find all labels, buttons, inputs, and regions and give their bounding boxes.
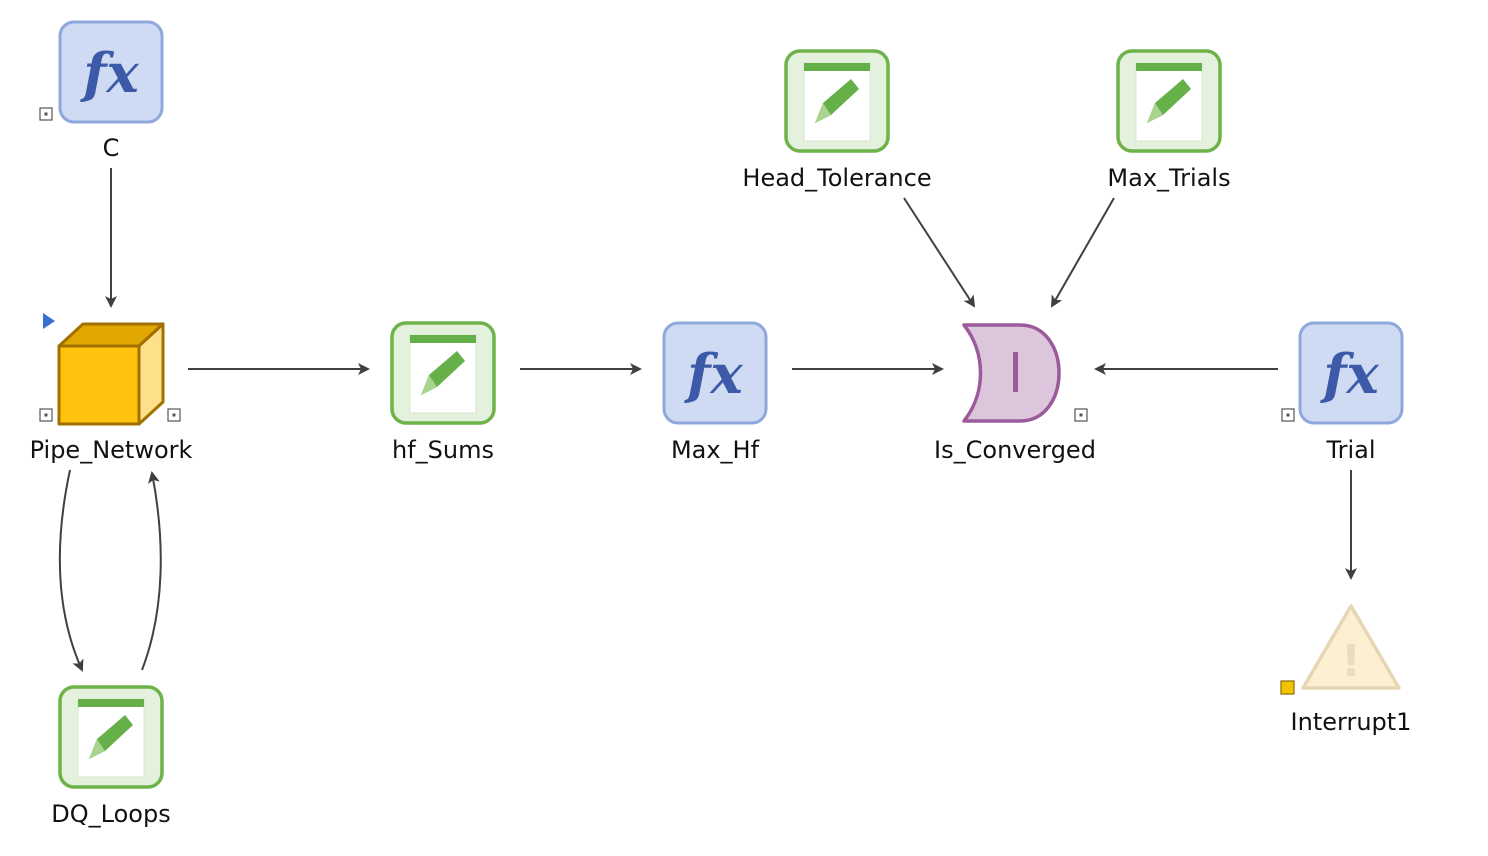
fx-glyph: fx	[79, 41, 139, 105]
node-label: Trial	[1325, 436, 1375, 464]
edge-pipe-network-to-dq-loops[interactable]	[58, 469, 84, 672]
node-label: Is_Converged	[934, 436, 1096, 464]
fx-icon: fx	[1298, 321, 1404, 425]
node-label: Pipe_Network	[30, 436, 193, 464]
collapse-marker[interactable]	[1281, 408, 1295, 422]
input-indicator-icon	[43, 313, 55, 329]
nodes-layer: fxCPipe_NetworkDQ_Loopshf_SumsfxMax_HfHe…	[30, 20, 1412, 828]
node-label: Head_Tolerance	[742, 164, 931, 192]
edge-head-tolerance-to-is-converged[interactable]	[903, 197, 976, 308]
collapse-marker[interactable]	[39, 107, 53, 121]
pencil-sheet-icon	[1116, 49, 1222, 153]
convergence-bar	[1013, 352, 1018, 392]
pencil-sheet-icon	[784, 49, 890, 153]
node-dq-loops[interactable]: DQ_Loops	[51, 685, 171, 828]
node-label: C	[103, 134, 120, 162]
node-head-tolerance[interactable]: Head_Tolerance	[742, 49, 932, 192]
edge-max-trials-to-is-converged[interactable]	[1051, 197, 1115, 308]
node-pipe-network[interactable]: Pipe_Network	[30, 322, 193, 464]
node-label: Max_Trials	[1107, 164, 1230, 192]
node-label: Interrupt1	[1291, 708, 1412, 736]
collapse-marker[interactable]	[39, 408, 53, 422]
pencil-sheet-icon	[390, 321, 496, 425]
fx-icon: fx	[58, 20, 164, 124]
fx-glyph: fx	[683, 342, 743, 406]
fx-icon: fx	[662, 321, 768, 425]
node-label: DQ_Loops	[51, 800, 170, 828]
warning-triangle-icon: !	[1301, 604, 1401, 690]
node-c[interactable]: fxC	[58, 20, 164, 162]
node-label: Max_Hf	[671, 436, 760, 464]
node-interrupt1[interactable]: ! Interrupt1	[1291, 604, 1412, 736]
module-cube-icon	[57, 322, 165, 426]
exclamation-glyph: !	[1341, 636, 1361, 687]
convergence-gate-icon	[962, 323, 1061, 423]
pencil-sheet-icon	[58, 685, 164, 789]
collapse-marker[interactable]	[1074, 408, 1088, 422]
node-label: hf_Sums	[392, 436, 494, 464]
node-max-trials[interactable]: Max_Trials	[1107, 49, 1231, 192]
interrupt-marker[interactable]	[1280, 680, 1295, 695]
edge-dq-loops-to-pipe-network[interactable]	[141, 471, 162, 671]
fx-glyph: fx	[1319, 342, 1379, 406]
collapse-marker[interactable]	[167, 408, 181, 422]
node-is-converged[interactable]: Is_Converged	[934, 323, 1096, 464]
node-hf-sums[interactable]: hf_Sums	[390, 321, 496, 464]
edges-layer	[58, 168, 1357, 672]
